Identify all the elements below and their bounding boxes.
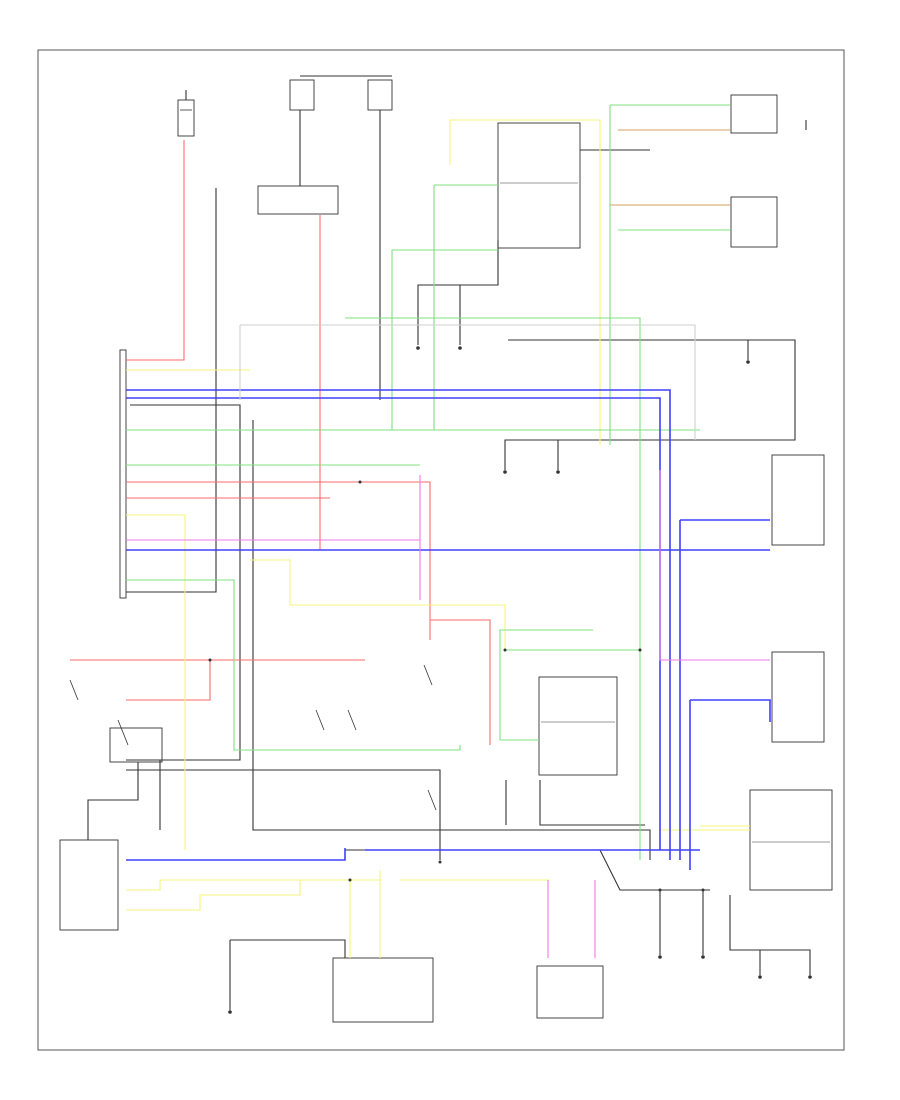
control-module [119, 349, 127, 599]
wires-red [70, 140, 491, 745]
wires-green [126, 104, 730, 860]
wires-black [87, 75, 811, 1010]
wires-gray [239, 324, 696, 440]
right-front-motor [771, 454, 825, 546]
wires-brown [610, 129, 730, 206]
right-rear-switch-mid [730, 196, 778, 248]
fuel-lid-actuator [536, 965, 604, 1019]
right-rear-motor [771, 651, 825, 743]
junction-dots [208, 480, 705, 892]
left-front-door-switch [538, 676, 618, 776]
trunk-lock-actuator [332, 957, 434, 1023]
diagram-frame [37, 49, 845, 1051]
right-front-door-switch [749, 789, 833, 891]
right-rear-switch-top [730, 94, 778, 134]
wires-pink [126, 470, 770, 958]
ground-points [228, 346, 812, 1014]
wires-yellow [126, 119, 750, 958]
wires-blue [126, 389, 771, 870]
left-rear-motor [59, 839, 119, 931]
relay-switches [69, 664, 437, 811]
left-relay [109, 727, 163, 763]
ignition-switch [257, 185, 339, 215]
fuse-block-left [177, 99, 195, 137]
fuse-block-center [289, 79, 393, 111]
master-window-switch [497, 122, 581, 249]
